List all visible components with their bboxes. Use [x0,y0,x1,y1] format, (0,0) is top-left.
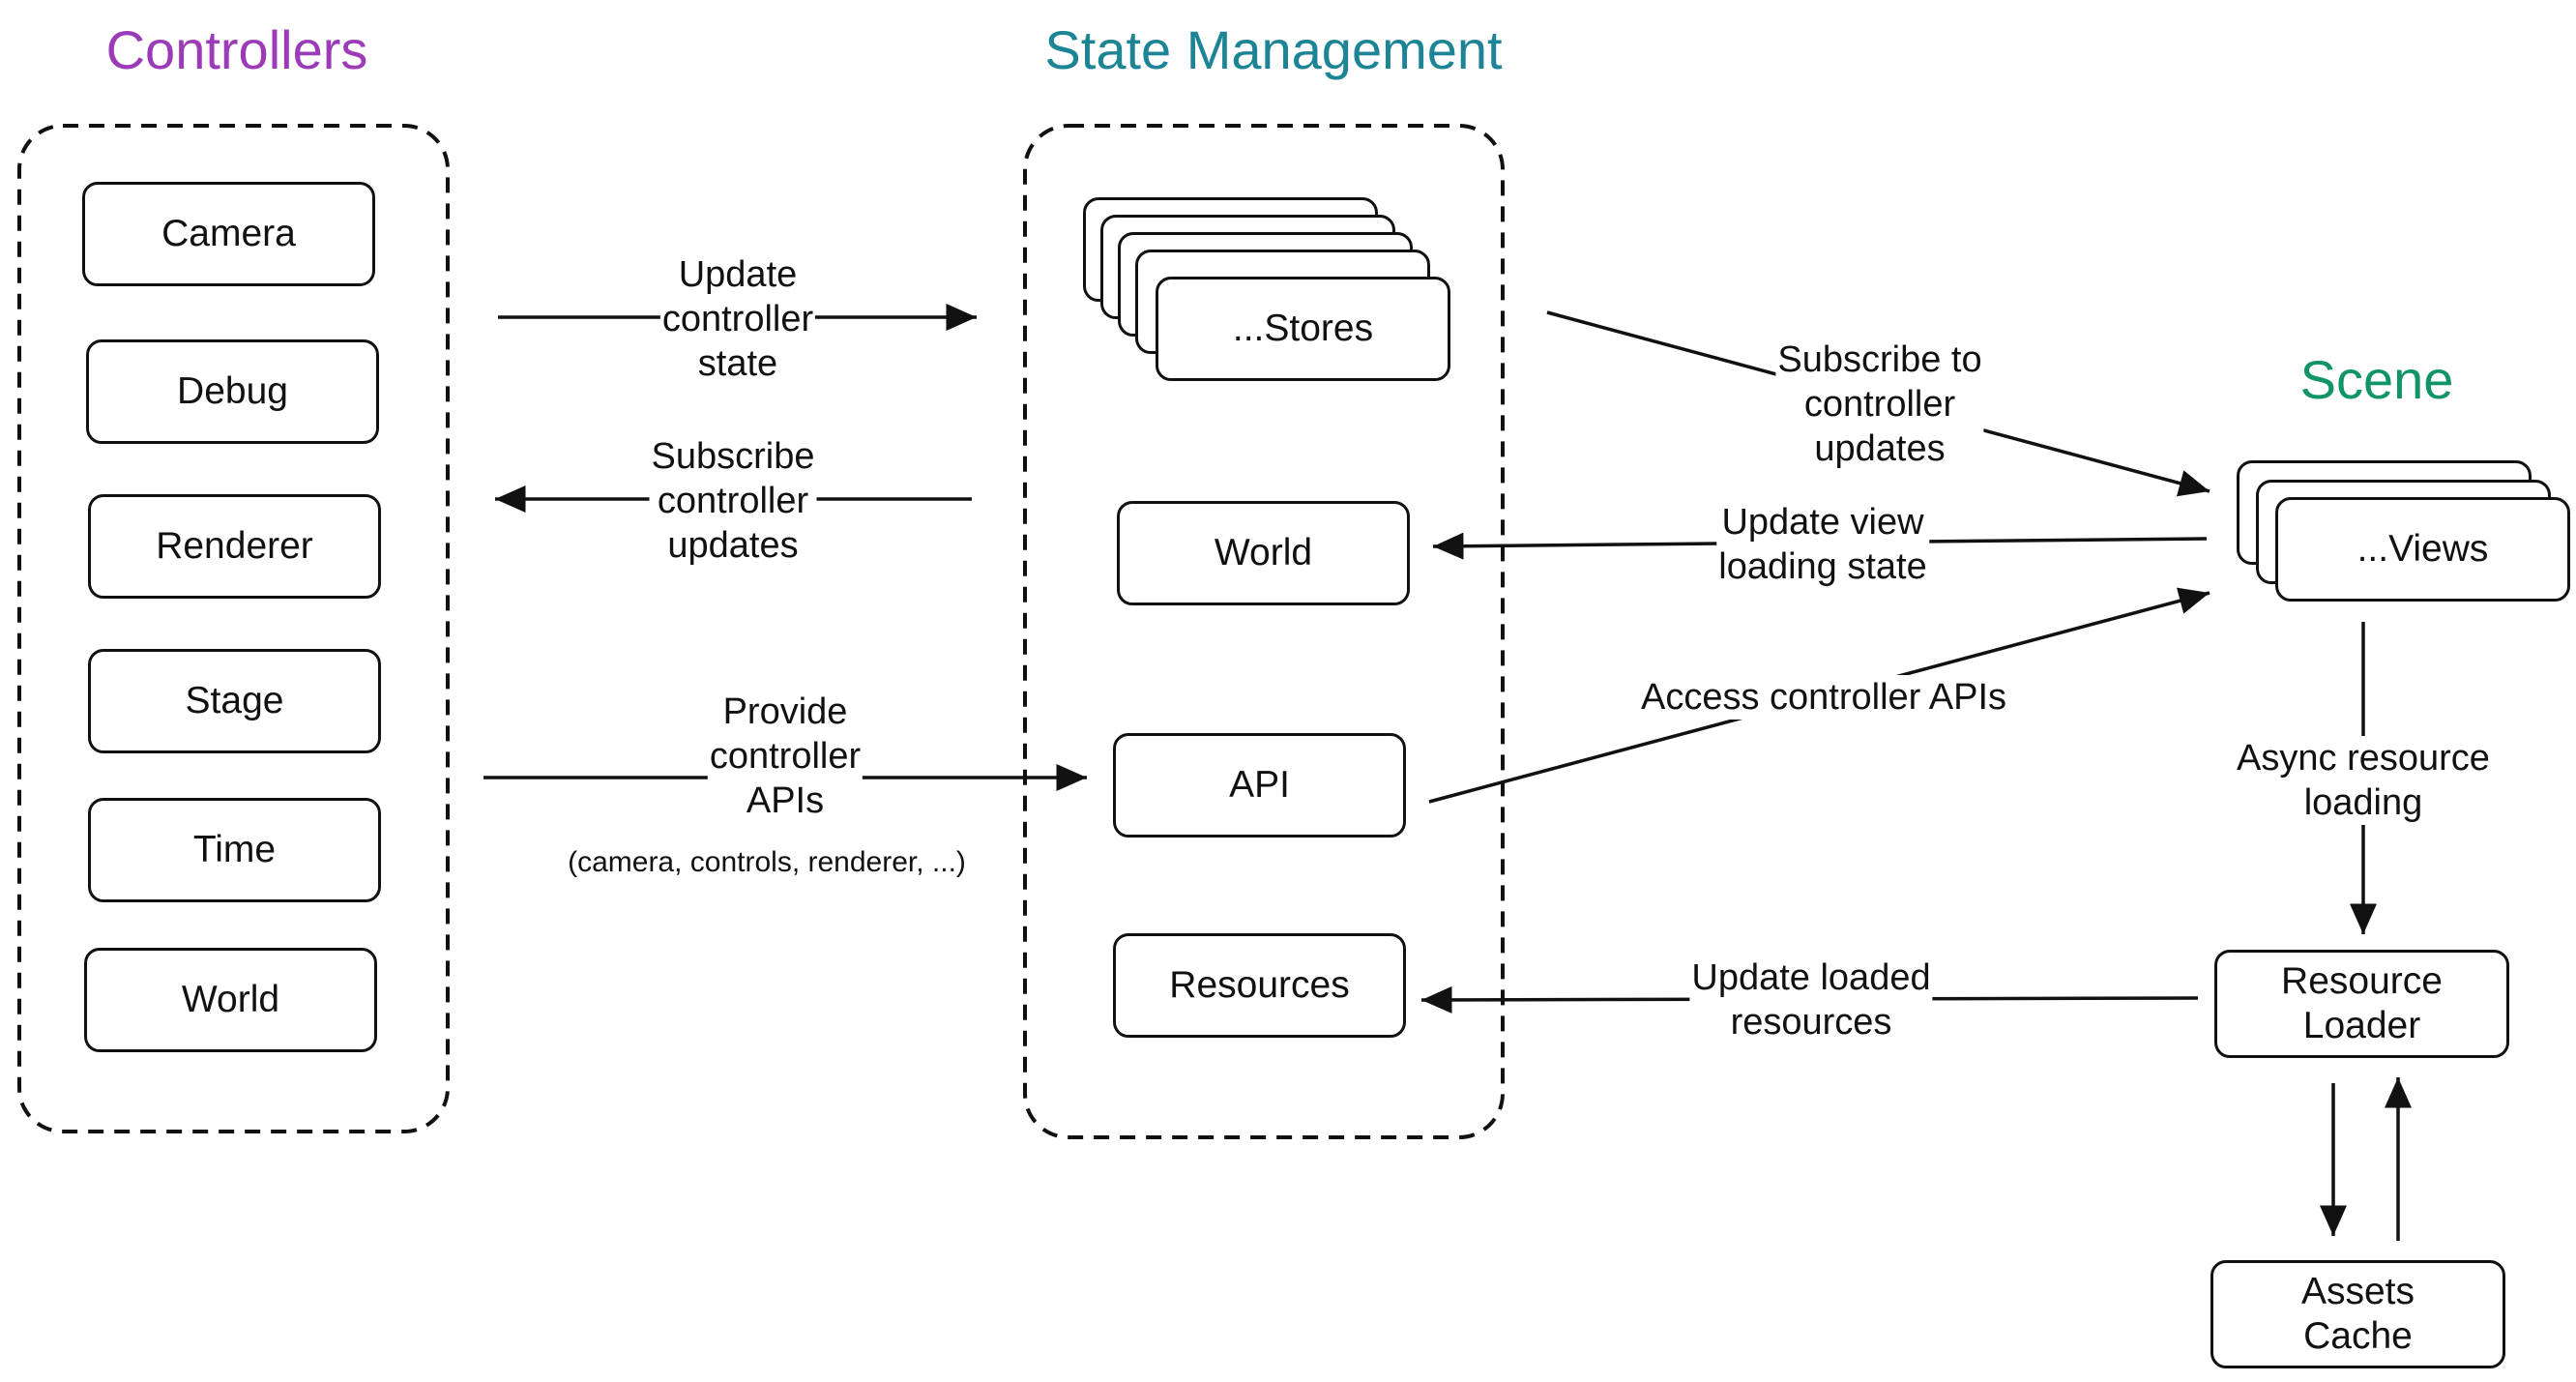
node-views: ...Views [2275,497,2570,602]
controllers-group-border [17,124,450,1133]
node-camera: Camera [82,182,375,286]
label-update-controller-state: Update controller state [659,252,816,386]
node-time: Time [88,798,381,902]
state-management-group-border [1023,124,1505,1139]
node-stores: ...Stores [1156,277,1450,381]
node-assets-cache: Assets Cache [2210,1260,2505,1368]
node-api: API [1113,733,1406,838]
label-provide-controller-apis-note: (camera, controls, renderer, ...) [568,845,966,880]
state-management-title: State Management [1044,19,1503,80]
label-provide-controller-apis: Provide controller APIs [707,690,864,823]
label-async-resource-loading: Async resource loading [2235,736,2492,825]
node-renderer: Renderer [88,494,381,599]
node-stage: Stage [88,649,381,753]
node-resources: Resources [1113,933,1406,1038]
label-update-loaded-resources: Update loaded resources [1689,956,1933,1044]
node-debug: Debug [86,339,379,444]
label-update-view-loading-state: Update view loading state [1716,500,1929,589]
label-access-controller-apis: Access controller APIs [1638,675,2009,720]
label-subscribe-to-controller-updates: Subscribe to controller updates [1775,338,1984,471]
controllers-title: Controllers [105,19,368,80]
node-world-controller: World [84,948,377,1052]
node-resource-loader: Resource Loader [2214,950,2509,1058]
scene-title: Scene [2299,349,2454,410]
node-world-state: World [1117,501,1410,605]
label-subscribe-controller-updates: Subscribe controller updates [649,434,817,568]
